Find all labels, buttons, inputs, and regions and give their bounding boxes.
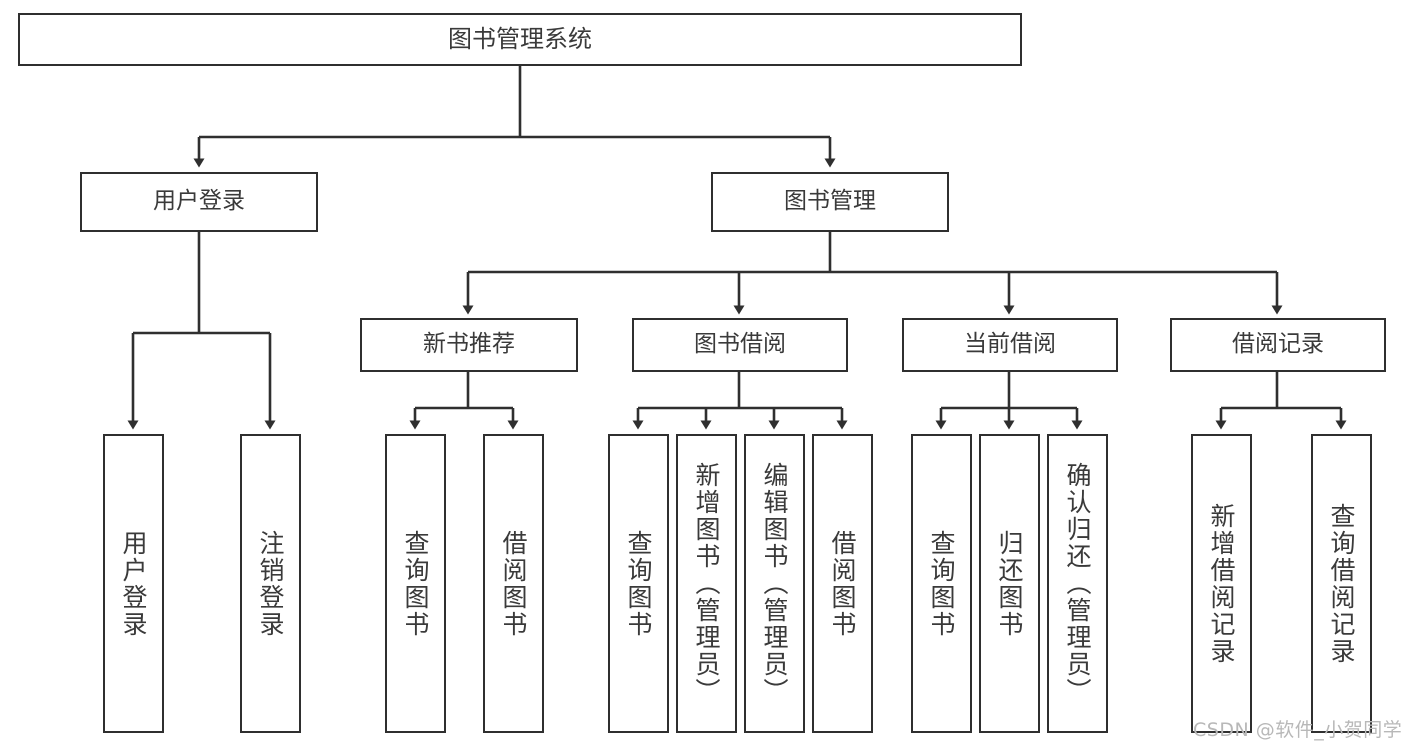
node-label: 当前借阅 [964,331,1056,358]
node-label: 新增借阅记录 [1207,502,1236,665]
node-label: 图书管理 [784,188,876,215]
node-label: 借阅记录 [1232,331,1324,358]
node-label: 新增图书（管理员） [692,462,721,705]
leaf-confirm-return[interactable]: 确认归还（管理员） [1047,434,1108,733]
csdn-watermark: CSDN @软件_小贺同学 [1193,719,1403,741]
node-label: 查询图书 [624,529,653,638]
node-label: 图书借阅 [694,331,786,358]
node-user-login[interactable]: 用户登录 [80,172,318,232]
node-label: 注销登录 [256,529,285,638]
node-label: 借阅图书 [499,529,528,638]
node-root-book-management-system[interactable]: 图书管理系统 [18,13,1022,66]
leaf-borrow-book-1[interactable]: 借阅图书 [483,434,544,733]
node-label: 新书推荐 [423,331,515,358]
node-label: 图书管理系统 [448,25,592,54]
node-new-book-recommend[interactable]: 新书推荐 [360,318,578,372]
node-label: 确认归还（管理员） [1063,462,1092,705]
node-label: 编辑图书（管理员） [760,462,789,705]
leaf-user-login[interactable]: 用户登录 [103,434,164,733]
node-label: 用户登录 [119,529,148,638]
leaf-query-book-2[interactable]: 查询图书 [608,434,669,733]
node-book-manage[interactable]: 图书管理 [711,172,949,232]
node-current-borrow[interactable]: 当前借阅 [902,318,1118,372]
leaf-borrow-book-2[interactable]: 借阅图书 [812,434,873,733]
node-borrow-record[interactable]: 借阅记录 [1170,318,1386,372]
node-label: 查询借阅记录 [1327,502,1356,665]
node-label: 借阅图书 [828,529,857,638]
leaf-add-record[interactable]: 新增借阅记录 [1191,434,1252,733]
node-label: 查询图书 [927,529,956,638]
node-label: 查询图书 [401,529,430,638]
node-label: 归还图书 [995,529,1024,638]
leaf-return-book[interactable]: 归还图书 [979,434,1040,733]
node-label: 用户登录 [153,188,245,215]
leaf-query-book-3[interactable]: 查询图书 [911,434,972,733]
node-book-borrow[interactable]: 图书借阅 [632,318,848,372]
leaf-edit-book[interactable]: 编辑图书（管理员） [744,434,805,733]
leaf-query-book-1[interactable]: 查询图书 [385,434,446,733]
leaf-add-book[interactable]: 新增图书（管理员） [676,434,737,733]
leaf-query-record[interactable]: 查询借阅记录 [1311,434,1372,733]
leaf-logout-login[interactable]: 注销登录 [240,434,301,733]
